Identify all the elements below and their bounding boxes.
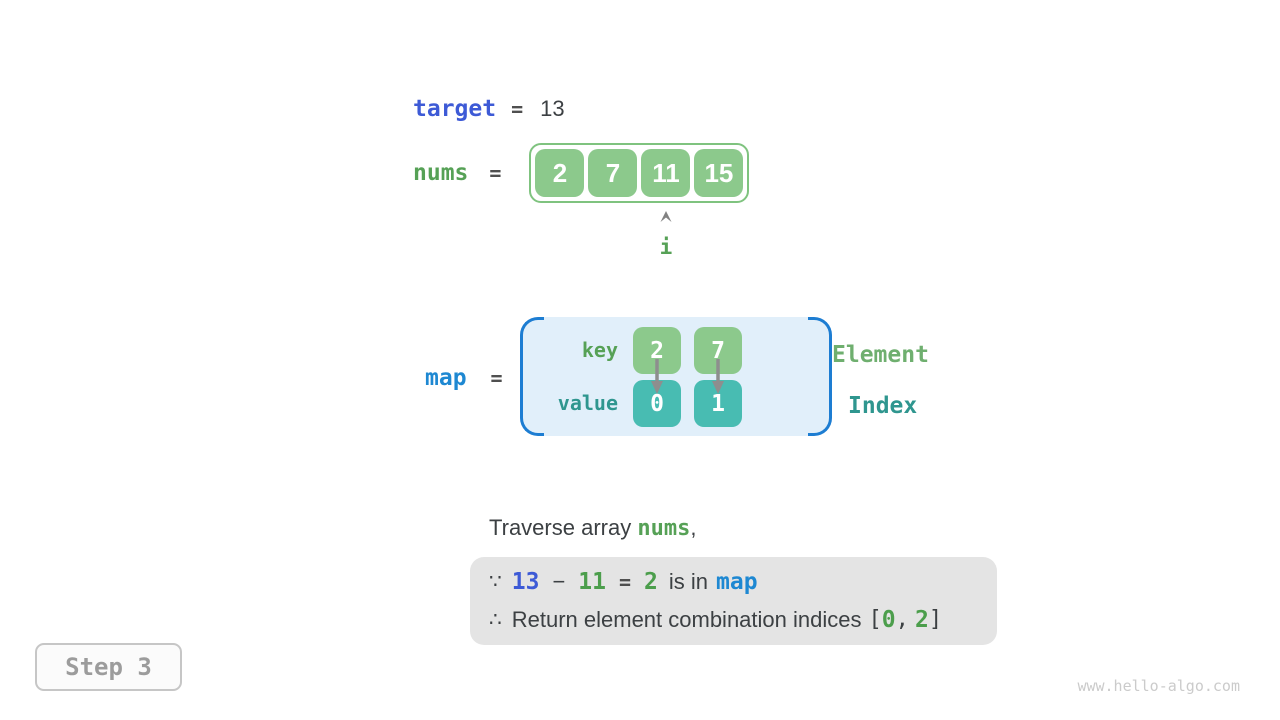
because-symbol: ∵ xyxy=(489,571,502,593)
open-bracket: [ xyxy=(868,607,882,632)
nums-cell-1: 7 xyxy=(588,149,638,197)
equals-sign: = xyxy=(511,97,524,121)
map-box: key value 2 7 0 1 xyxy=(520,317,832,436)
comma: , xyxy=(895,607,909,632)
map-value-label: value xyxy=(557,391,618,415)
is-in-text: is in xyxy=(668,569,709,594)
watermark: www.hello-algo.com xyxy=(1077,677,1240,695)
index-annotation: Index xyxy=(848,393,918,419)
key-to-value-arrows xyxy=(651,359,724,394)
index-pointer-label: i xyxy=(659,235,673,259)
equals-sign: = xyxy=(489,161,502,185)
nums-row: nums = 2 7 11 15 xyxy=(413,143,750,203)
caption-suffix: , xyxy=(690,515,697,540)
subtrahend-value: 11 xyxy=(578,569,606,595)
caption-text: Traverse array nums, xyxy=(489,515,696,541)
conclusion-line-2: ∴ Return element combination indices [ 0… xyxy=(489,605,997,635)
pointer-up-icon xyxy=(659,210,674,223)
nums-variable-label: nums xyxy=(413,160,469,186)
step-badge: Step 3 xyxy=(35,643,182,691)
equals-sign: = xyxy=(619,570,632,594)
equals-sign: = xyxy=(490,366,503,390)
element-annotation: Element xyxy=(832,342,929,368)
map-variable-label: map xyxy=(425,365,467,391)
nums-cell-2: 11 xyxy=(641,149,691,197)
target-variable-label: target xyxy=(413,96,497,122)
map-value-cell-0: 0 xyxy=(633,380,681,427)
conclusion-line-1: ∵ 13 − 11 = 2 is in map xyxy=(489,567,997,597)
caption-nums-code: nums xyxy=(637,516,691,541)
nums-cell-3: 15 xyxy=(694,149,744,197)
result-index-b: 2 xyxy=(914,607,929,633)
left-bracket-icon xyxy=(520,317,544,436)
conclusion-box: ∵ 13 − 11 = 2 is in map ∴ Return element… xyxy=(470,557,997,645)
nums-cell-0: 2 xyxy=(535,149,585,197)
result-index-a: 0 xyxy=(881,607,896,633)
minuend-value: 13 xyxy=(511,569,540,595)
minus-sign: − xyxy=(552,569,566,594)
target-row: target = 13 xyxy=(413,96,565,122)
map-code-ref: map xyxy=(716,569,758,595)
map-row-label-group: map = xyxy=(425,363,503,393)
target-value: 13 xyxy=(540,96,565,121)
close-bracket: ] xyxy=(928,607,943,632)
therefore-symbol: ∴ xyxy=(489,609,502,631)
right-bracket-icon xyxy=(808,317,832,436)
nums-array-box: 2 7 11 15 xyxy=(529,143,750,203)
return-text: Return element combination indices xyxy=(511,607,862,632)
map-key-label: key xyxy=(581,338,618,362)
difference-value: 2 xyxy=(644,569,658,595)
caption-prefix: Traverse array xyxy=(489,515,638,540)
